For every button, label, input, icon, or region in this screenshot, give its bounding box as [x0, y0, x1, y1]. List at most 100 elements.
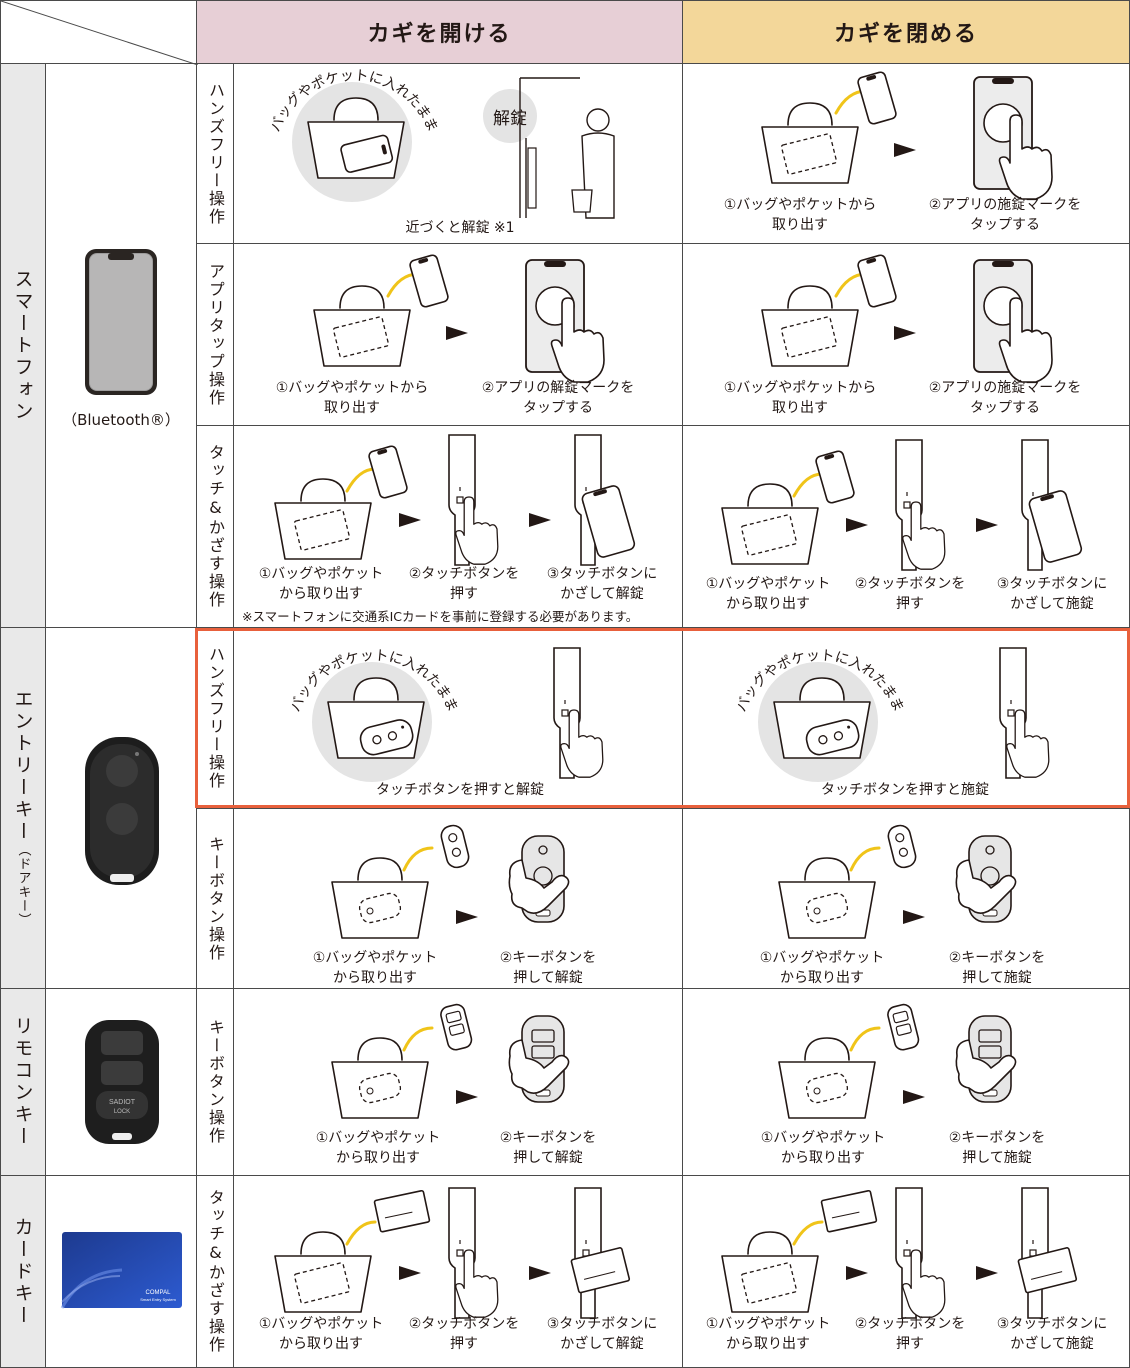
caption-key_press_unlock: ②キーボタンを押して解錠	[499, 950, 597, 986]
group-cardkey: カードキー	[0, 1175, 46, 1368]
remote-logo-text: SADIOT	[109, 1099, 136, 1106]
step-arrow-icon	[903, 910, 925, 924]
caption-take-out: ①バッグやポケットから取り出す	[723, 197, 877, 233]
caption-key_press_lock: ②キーボタンを押して施錠	[948, 1130, 1046, 1166]
smartphone-image	[85, 249, 157, 395]
mode-label: タッチ&かざす操作	[206, 1189, 225, 1354]
mode-handsfree-phone: ハンズフリー操作	[196, 63, 234, 244]
device-entrykey-cell	[45, 627, 197, 989]
caption-approach-unlock: 近づくと解錠 ※1	[405, 220, 515, 236]
take-out-card-illustration	[721, 1189, 878, 1313]
caption-take-out: ①バッグやポケットから取り出す	[705, 576, 831, 612]
press-key-button-illustration	[955, 835, 1017, 923]
caption-press-touch: ②タッチボタンを押す	[854, 576, 966, 612]
touch-button-press-illustration	[999, 647, 1050, 779]
take-out-card-illustration	[274, 1189, 431, 1313]
step-arrow-icon	[399, 1266, 421, 1280]
take-out-key-illustration	[778, 824, 917, 939]
step-arrow-icon	[529, 513, 551, 527]
card-logo-text: COMPAL	[146, 1290, 172, 1296]
bag-in-pocket-illustration: バッグやポケットに入れたまま	[734, 648, 906, 782]
remote-logo-subtext: LOCK	[114, 1109, 130, 1115]
step-arrow-icon	[846, 518, 868, 532]
bag-in-pocket-illustration: バッグやポケットに入れたまま	[268, 68, 440, 202]
device-cardkey-cell: COMPAL Smart Entry System	[45, 1175, 197, 1368]
mode-keybutton-remote: キーボタン操作	[196, 988, 234, 1176]
touch-button-hold-illustration	[570, 1187, 631, 1319]
group-cardkey-label: カードキー	[11, 1216, 34, 1327]
caption-hold-lock: ③タッチボタンにかざして施錠	[996, 576, 1108, 612]
caption-press-touch: ②タッチボタンを押す	[408, 1316, 520, 1352]
mode-keybutton-entry: キーボタン操作	[196, 808, 234, 989]
take-out-key-illustration	[778, 1003, 920, 1119]
touch-button-hold-illustration	[574, 434, 636, 566]
step-arrow-icon	[456, 910, 478, 924]
step-arrow-icon	[976, 518, 998, 532]
touch-note: ※スマートフォンに交通系ICカードを事前に登録する必要があります。	[242, 609, 639, 624]
step-arrow-icon	[903, 1090, 925, 1104]
highlight-frame	[195, 628, 1130, 808]
mode-label: ハンズフリー操作	[206, 646, 225, 790]
mode-touch-phone: タッチ&かざす操作	[196, 425, 234, 628]
caption-take-out: ①バッグやポケットから取り出す	[760, 1130, 886, 1166]
group-smartphone: スマートフォン	[0, 63, 46, 628]
app-tap-lock-illustration	[973, 259, 1053, 383]
take-out-phone-illustration	[721, 450, 855, 565]
caption-take-out: ①バッグやポケットから取り出す	[759, 950, 885, 986]
caption-app-unlock-mark: ②アプリの解錠マークをタップする	[481, 380, 635, 416]
mode-touch-card: タッチ&かざす操作	[196, 1175, 234, 1368]
group-smartphone-label: スマートフォン	[11, 268, 34, 423]
caption-app-lock-mark: ②アプリの施錠マークをタップする	[928, 380, 1082, 416]
step-arrow-icon	[846, 1266, 868, 1280]
mode-label: アプリタップ操作	[206, 262, 225, 407]
header-unlock: カギを開ける	[196, 0, 683, 64]
caption-app-lock-mark: ②アプリの施錠マークをタップする	[928, 197, 1082, 233]
mode-apptap-phone: アプリタップ操作	[196, 243, 234, 426]
cardkey-image: COMPAL Smart Entry System	[60, 1232, 182, 1309]
caption-touch_press_unlock: タッチボタンを押すと解錠	[376, 782, 544, 798]
group-entrykey: エントリーキー（ドアキー）	[0, 627, 46, 989]
caption-take-out: ①バッグやポケットから取り出す	[275, 380, 429, 416]
caption-take-out: ①バッグやポケットから取り出す	[315, 1130, 441, 1166]
touch-button-press-illustration	[895, 439, 946, 571]
take-out-key-illustration	[331, 1003, 473, 1119]
caption-hold-unlock: ③タッチボタンにかざして解錠	[546, 1316, 658, 1352]
step-arrow-icon	[976, 1266, 998, 1280]
touch-button-hold-illustration	[1021, 439, 1083, 571]
touch-button-press-illustration	[553, 647, 604, 779]
caption-take-out: ①バッグやポケットから取り出す	[705, 1316, 831, 1352]
step-arrow-icon	[894, 143, 916, 157]
step-arrow-icon	[399, 513, 421, 527]
group-remotekey: リモコンキー	[0, 988, 46, 1176]
bag-in-pocket-illustration: バッグやポケットに入れたまま	[288, 648, 460, 782]
caption-press-touch: ②タッチボタンを押す	[854, 1316, 966, 1352]
step-arrow-icon	[529, 1266, 551, 1280]
caption-key_press_lock: ②キーボタンを押して施錠	[948, 950, 1046, 986]
take-out-phone-illustration	[274, 445, 408, 560]
corner-diagonal	[1, 1, 198, 65]
step-arrow-icon	[456, 1090, 478, 1104]
press-key-button-illustration	[955, 1015, 1017, 1103]
header-unlock-label: カギを開ける	[367, 22, 512, 47]
step-arrow-icon	[894, 326, 916, 340]
caption-take-out: ①バッグやポケットから取り出す	[258, 1316, 384, 1352]
touch-button-press-illustration	[895, 1187, 946, 1319]
caption-take-out: ①バッグやポケットから取り出す	[723, 380, 877, 416]
group-entrykey-label: エントリーキー（ドアキー）	[11, 689, 34, 927]
caption-press-touch: ②タッチボタンを押す	[408, 566, 520, 602]
touch-button-press-illustration	[448, 434, 499, 566]
step-arrow-icon	[446, 326, 468, 340]
take-out-key-illustration	[331, 824, 470, 939]
mode-label: ハンズフリー操作	[206, 81, 225, 226]
remotekey-image: SADIOT LOCK	[85, 1020, 159, 1144]
caption-hold-unlock: ③タッチボタンにかざして解錠	[546, 566, 658, 602]
take-out-phone-illustration	[761, 254, 897, 367]
header-lock: カギを閉める	[682, 0, 1130, 64]
bluetooth-label: （Bluetooth®）	[62, 411, 180, 429]
card-logo-subtext: Smart Entry System	[140, 1297, 176, 1302]
press-key-button-illustration	[508, 1015, 570, 1103]
touch-button-hold-illustration	[1017, 1187, 1078, 1319]
device-smartphone-cell: （Bluetooth®）	[45, 63, 197, 628]
caption-take-out: ①バッグやポケットから取り出す	[312, 950, 438, 986]
